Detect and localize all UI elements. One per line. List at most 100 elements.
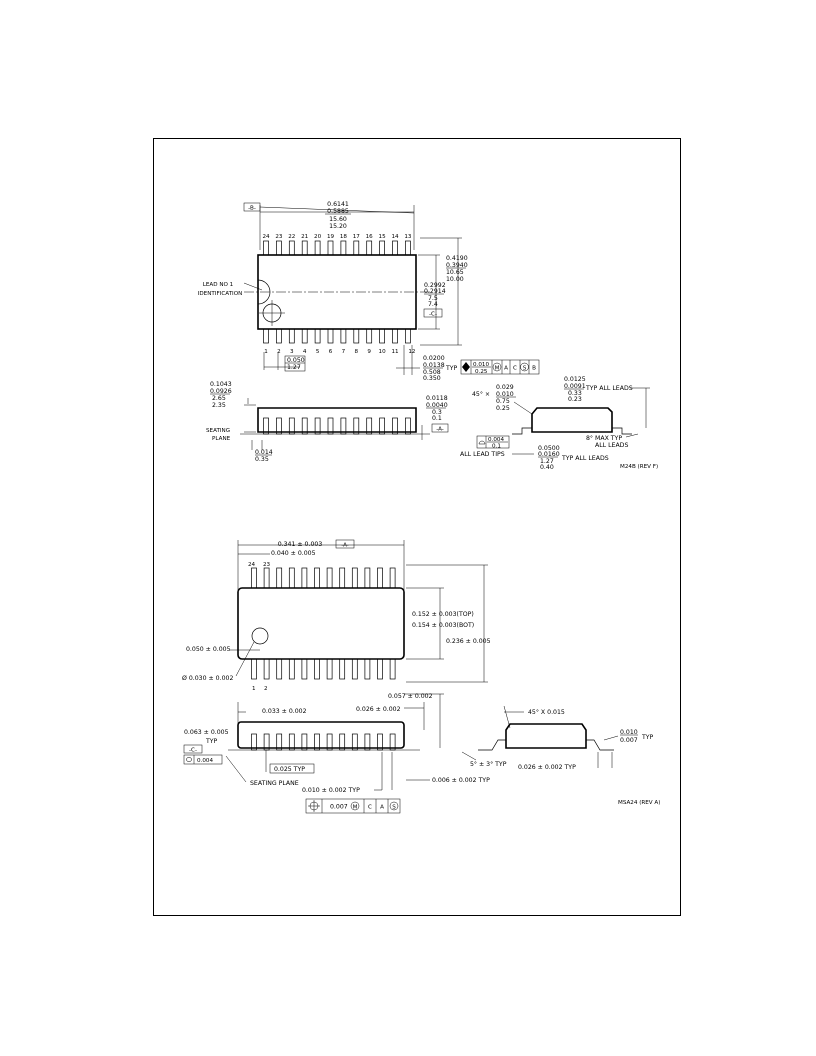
width-dim-4: 10.00	[446, 276, 464, 283]
lead-w-dim-3: 0.508	[423, 369, 441, 376]
lead	[301, 328, 308, 344]
datum-c-box	[423, 308, 443, 318]
b-fcf-val: 0.007	[330, 804, 348, 811]
pin-number: 4	[303, 349, 307, 355]
lead	[366, 328, 373, 344]
lead	[326, 658, 333, 680]
pin-number: 3	[290, 349, 294, 355]
b-lead-w: 0.010 ± 0.002 TYP	[302, 787, 360, 794]
width-dim-1: 0.4190	[446, 255, 468, 262]
lead	[379, 328, 385, 344]
body-dim-1: 0.2992	[424, 282, 446, 289]
lead	[379, 240, 385, 256]
lead1-label-2: IDENTIFICATION	[198, 291, 243, 297]
pin-number: 14	[391, 234, 399, 240]
lead	[339, 658, 346, 680]
pin-number: 8	[355, 349, 359, 355]
page-frame	[153, 138, 681, 916]
chamfer-dim-2: 0.010	[496, 391, 514, 398]
lead	[364, 567, 371, 589]
lead	[314, 328, 321, 344]
mmc-icon-2	[350, 801, 360, 811]
lead	[251, 658, 257, 680]
lead-w-dim-4: 0.350	[423, 375, 441, 382]
pin-number: 10	[379, 349, 387, 355]
b-lead-dim2: 0.026 ± 0.002	[356, 706, 401, 713]
lead	[276, 658, 283, 680]
position-icon	[462, 362, 470, 372]
seating-plane-2: PLANE	[212, 436, 231, 442]
lead	[301, 567, 308, 589]
b-datum-a-box	[335, 539, 355, 549]
side-body	[257, 407, 417, 433]
lead	[301, 658, 308, 680]
rfs-icon-2	[389, 801, 399, 811]
b-datum-c: -C-	[189, 748, 197, 754]
lead	[263, 328, 269, 344]
body-dim-4: 7.4	[428, 301, 438, 308]
datum-b-label: -B-	[248, 206, 256, 212]
lead	[276, 328, 282, 344]
lead	[327, 240, 334, 256]
msa24-body	[237, 587, 405, 660]
pin-number: 2	[277, 349, 281, 355]
standoff-4: 0.1	[432, 415, 442, 422]
b-height2-typ: TYP	[205, 738, 218, 745]
pin-number: 9	[367, 349, 371, 355]
flatness-icon	[478, 440, 486, 445]
b-pin-1: 1	[252, 686, 256, 692]
lead	[353, 240, 360, 256]
pin1-notch	[257, 279, 271, 305]
b-foot: 0.026 ± 0.002 TYP	[518, 764, 576, 771]
end-body	[531, 407, 613, 433]
b-fcf-a: A	[380, 805, 384, 811]
b-fcf: 0.007 M C A S	[305, 798, 401, 814]
lead	[263, 567, 270, 589]
fcf-datum-a: A	[504, 366, 508, 372]
b-standoff: 0.006 ± 0.002 TYP	[432, 777, 490, 784]
flatness-icon-2	[186, 757, 192, 762]
standoff-3: 0.3	[432, 409, 442, 416]
b-pin-2: 2	[264, 686, 268, 692]
lead	[339, 567, 346, 589]
foot-len-1: 0.0500	[538, 445, 560, 452]
msa24-code: MSA24 (REV A)	[618, 800, 660, 806]
foot-len-3: 1.27	[540, 458, 554, 465]
chamfer-dim-1: 0.029	[496, 384, 514, 391]
coplanarity-frame: 0.004 0.1	[476, 435, 510, 450]
thickness-dim-3: 0.33	[568, 390, 582, 397]
foot-len-4: 0.40	[540, 464, 554, 471]
datum-a-label: -A-	[436, 427, 444, 433]
length-dim-2: 0.5885	[327, 208, 349, 215]
lead	[392, 240, 398, 256]
pin-number: 16	[366, 234, 374, 240]
b-datum-a: -A-	[341, 543, 349, 549]
m24b-side-view: 0.1043 0.0926 2.65 2.35 SEATING PLANE 0.…	[206, 381, 449, 463]
length-dim-1: 0.6141	[327, 201, 349, 208]
standoff-1: 0.0118	[426, 395, 448, 402]
angle-label-2: ALL LEADS	[595, 442, 628, 449]
lead	[288, 658, 295, 680]
pin-number: 5	[316, 349, 320, 355]
lead	[288, 240, 295, 256]
pin-number: 15	[379, 234, 387, 240]
b-thick-1: 0.010	[620, 729, 638, 736]
lead	[314, 567, 320, 589]
b-height-dim: 0.057 ± 0.002	[388, 693, 433, 700]
lead	[263, 658, 270, 680]
m24b-end-view: 0.029 0.010 45° × 0.75 0.25 0.0125 0.009…	[460, 376, 658, 471]
b-body-bot: 0.154 ± 0.003(BOT)	[412, 622, 474, 629]
datum-c-label: -C-	[429, 312, 437, 318]
b-bot-leads	[251, 658, 396, 680]
msa24-plan-view: 0.341 ± 0.003 -A- 0.040 ± 0.005 24 23 0.…	[182, 539, 491, 692]
lead	[351, 567, 358, 589]
bottom-leads	[263, 328, 411, 344]
pin-number: 7	[342, 349, 346, 355]
b-chamfer: 45° X 0.015	[528, 708, 565, 716]
b-lead-dim: 0.033 ± 0.002	[262, 708, 307, 715]
b-length-dim: 0.341 ± 0.003	[278, 541, 323, 548]
foot-dim-1: 0.014	[255, 449, 273, 456]
lead	[364, 658, 371, 680]
